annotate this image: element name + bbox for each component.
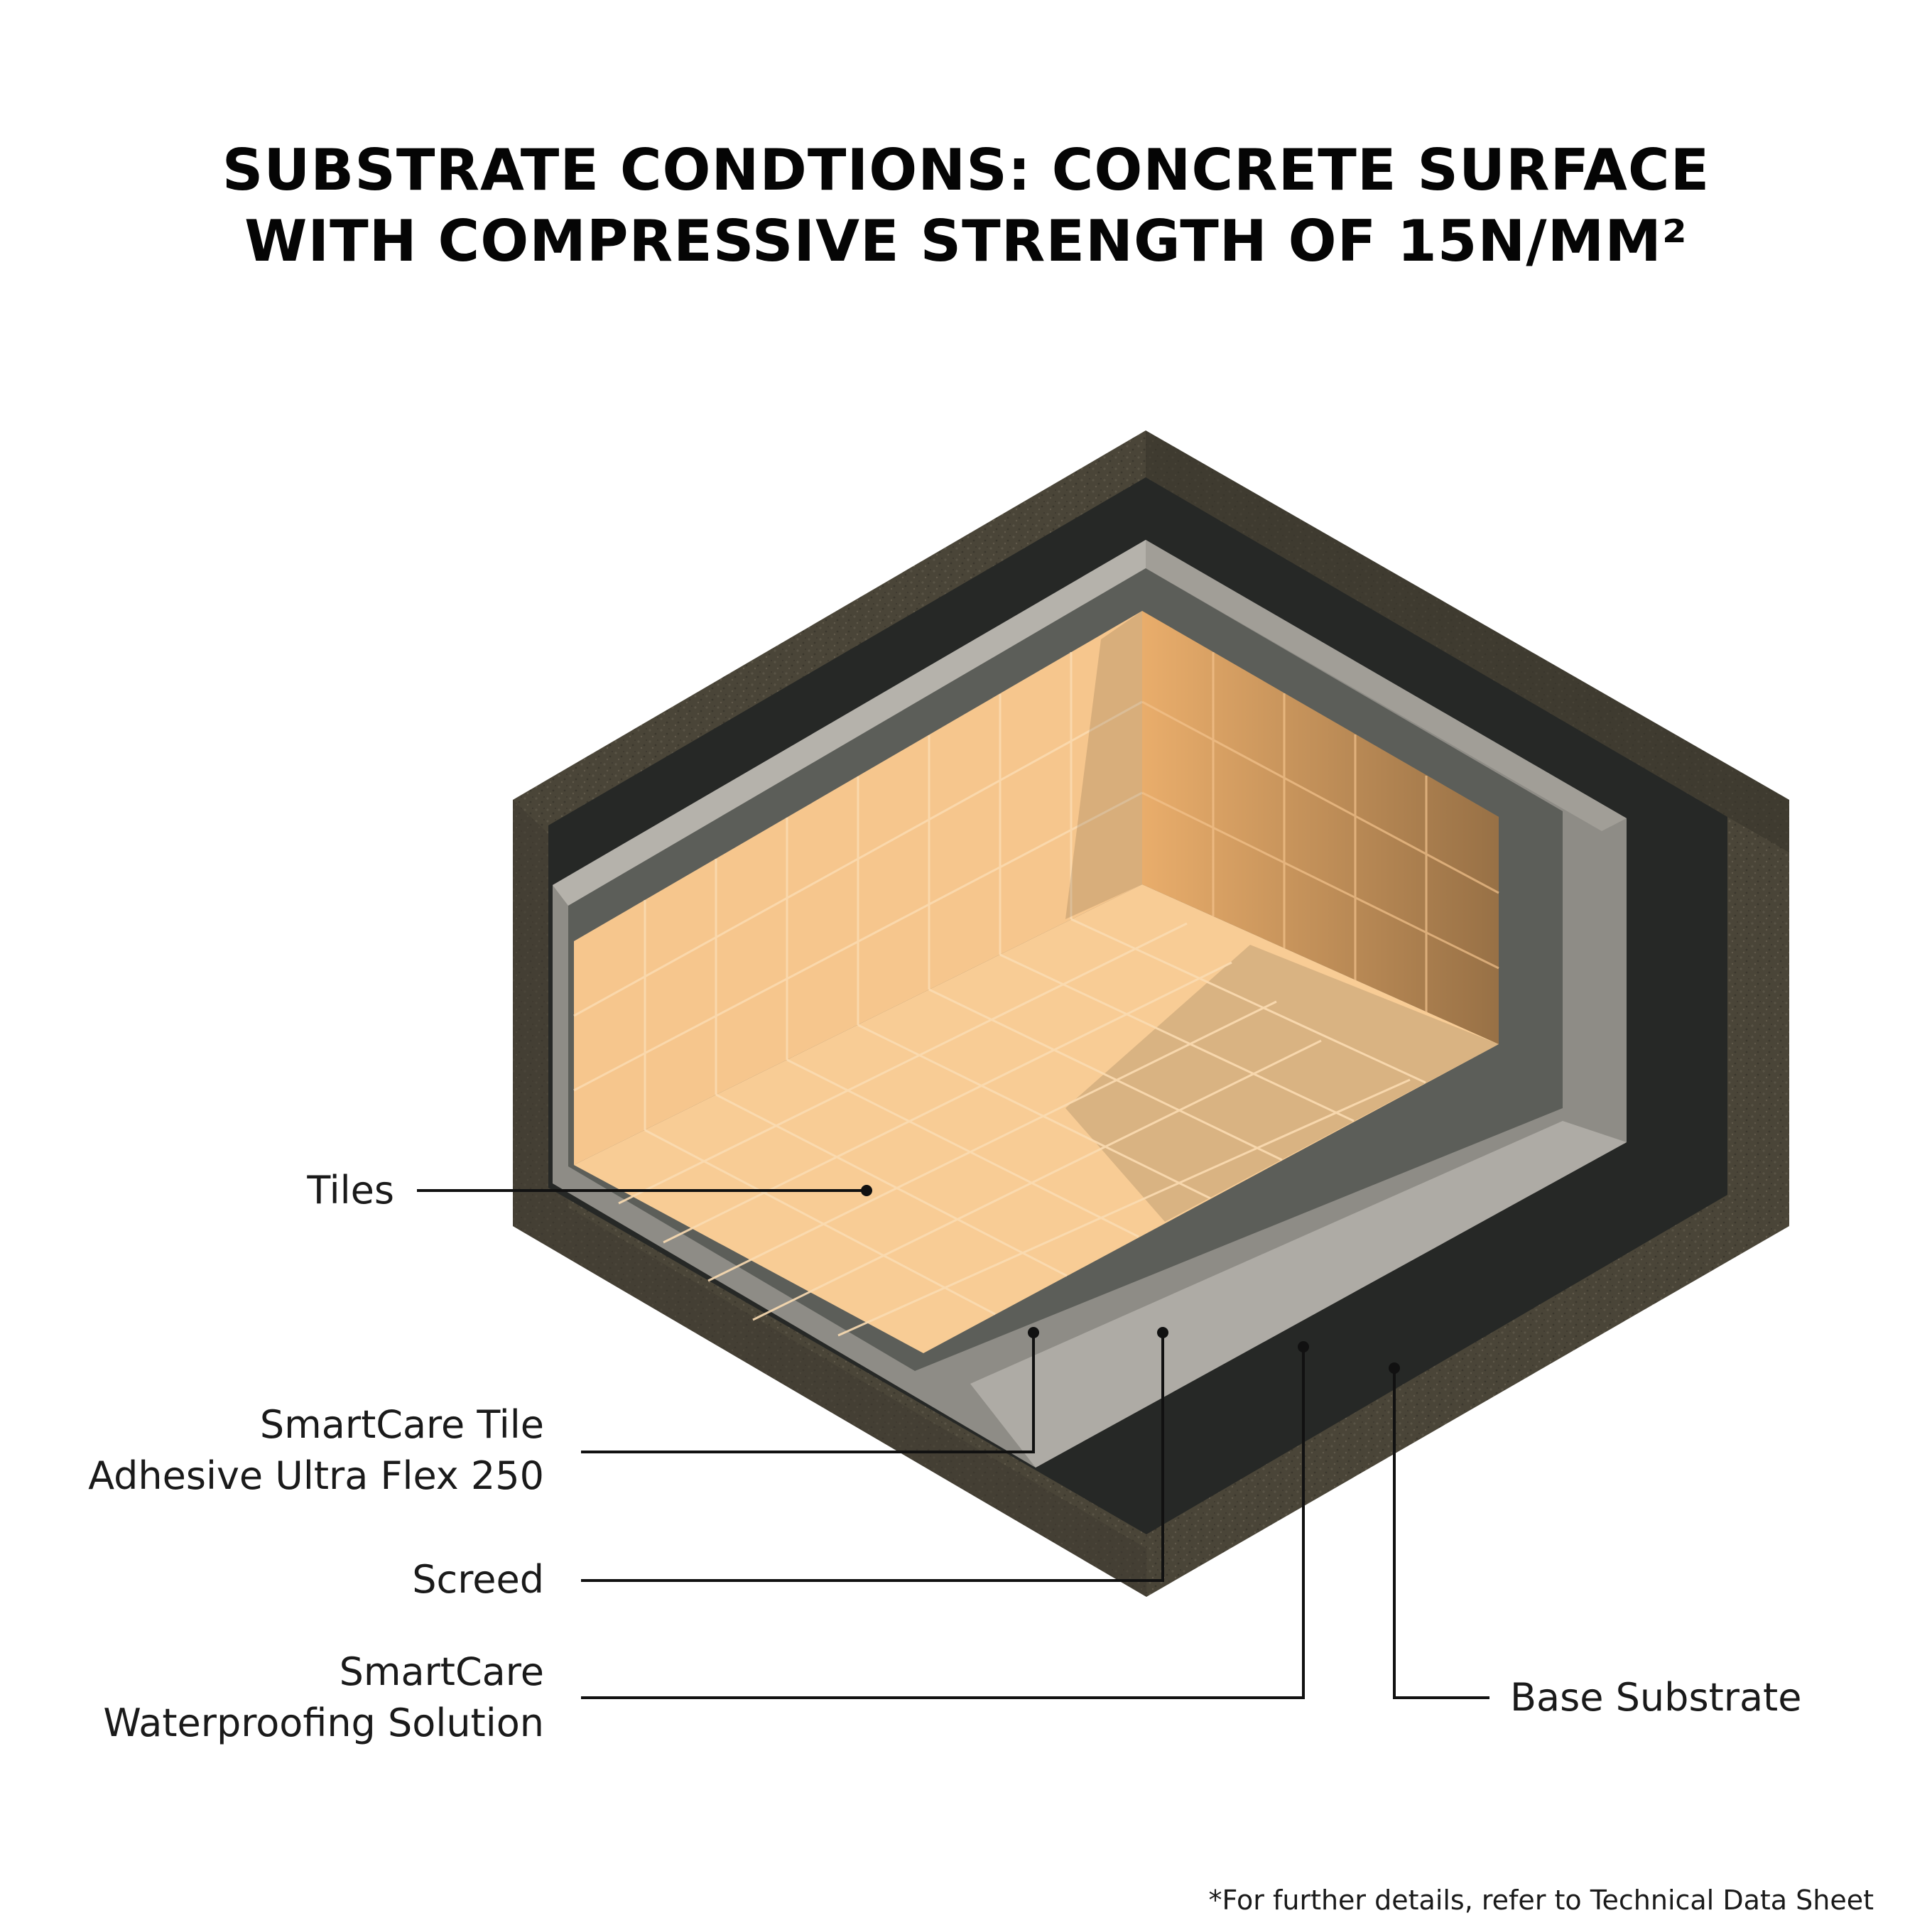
dot-tiles bbox=[861, 1185, 872, 1196]
title-line-1: SUBSTRATE CONDTIONS: CONCRETE SURFACE bbox=[222, 137, 1710, 203]
floor-shadow bbox=[1065, 945, 1499, 1222]
screed-front-edge bbox=[970, 1121, 1627, 1468]
leader-dots bbox=[861, 1185, 1400, 1374]
leader-screed bbox=[581, 1333, 1164, 1582]
right-wall-grout-lines bbox=[1141, 652, 1499, 1012]
label-tiles: Tiles bbox=[307, 1165, 394, 1216]
diagram-title: SUBSTRATE CONDTIONS: CONCRETE SURFACE WI… bbox=[0, 135, 1932, 277]
dot-screed bbox=[1157, 1327, 1168, 1338]
leader-adhesive bbox=[581, 1333, 1035, 1453]
dot-base bbox=[1389, 1362, 1400, 1374]
footnote: *For further details, refer to Technical… bbox=[1208, 1885, 1874, 1916]
dot-adhesive bbox=[1028, 1327, 1039, 1338]
label-adhesive-line-1: SmartCare Tile bbox=[259, 1402, 544, 1447]
base-substrate-back-corner bbox=[1146, 430, 1789, 852]
screed-top-edge bbox=[553, 540, 1146, 906]
leader-waterproofing bbox=[581, 1347, 1305, 1699]
left-wall-grout-lines bbox=[573, 652, 1143, 1130]
leader-base bbox=[1393, 1368, 1489, 1699]
label-waterproofing-line-2: Waterproofing Solution bbox=[103, 1701, 544, 1745]
label-waterproofing-line-1: SmartCare bbox=[339, 1649, 544, 1694]
wall-shadow-overlay bbox=[1065, 611, 1142, 919]
leader-lines bbox=[417, 1189, 1489, 1699]
base-substrate-left-face bbox=[513, 800, 1146, 1597]
label-adhesive: SmartCare Tile Adhesive Ultra Flex 250 bbox=[88, 1399, 544, 1502]
floor-grout-lines bbox=[618, 918, 1426, 1337]
label-screed-text: Screed bbox=[412, 1557, 544, 1602]
label-base-substrate-text: Base Substrate bbox=[1510, 1675, 1802, 1720]
label-adhesive-line-2: Adhesive Ultra Flex 250 bbox=[88, 1453, 544, 1498]
label-tiles-text: Tiles bbox=[307, 1168, 394, 1213]
label-screed: Screed bbox=[412, 1554, 544, 1605]
dot-waterproofing bbox=[1298, 1341, 1309, 1352]
tile-wall-right-shade bbox=[1142, 611, 1499, 1044]
label-waterproofing: SmartCare Waterproofing Solution bbox=[103, 1647, 544, 1749]
screed-right-edge bbox=[1146, 540, 1627, 831]
label-base-substrate: Base Substrate bbox=[1510, 1672, 1801, 1723]
title-line-2: WITH COMPRESSIVE STRENGTH OF 15N/MM² bbox=[244, 208, 1688, 274]
